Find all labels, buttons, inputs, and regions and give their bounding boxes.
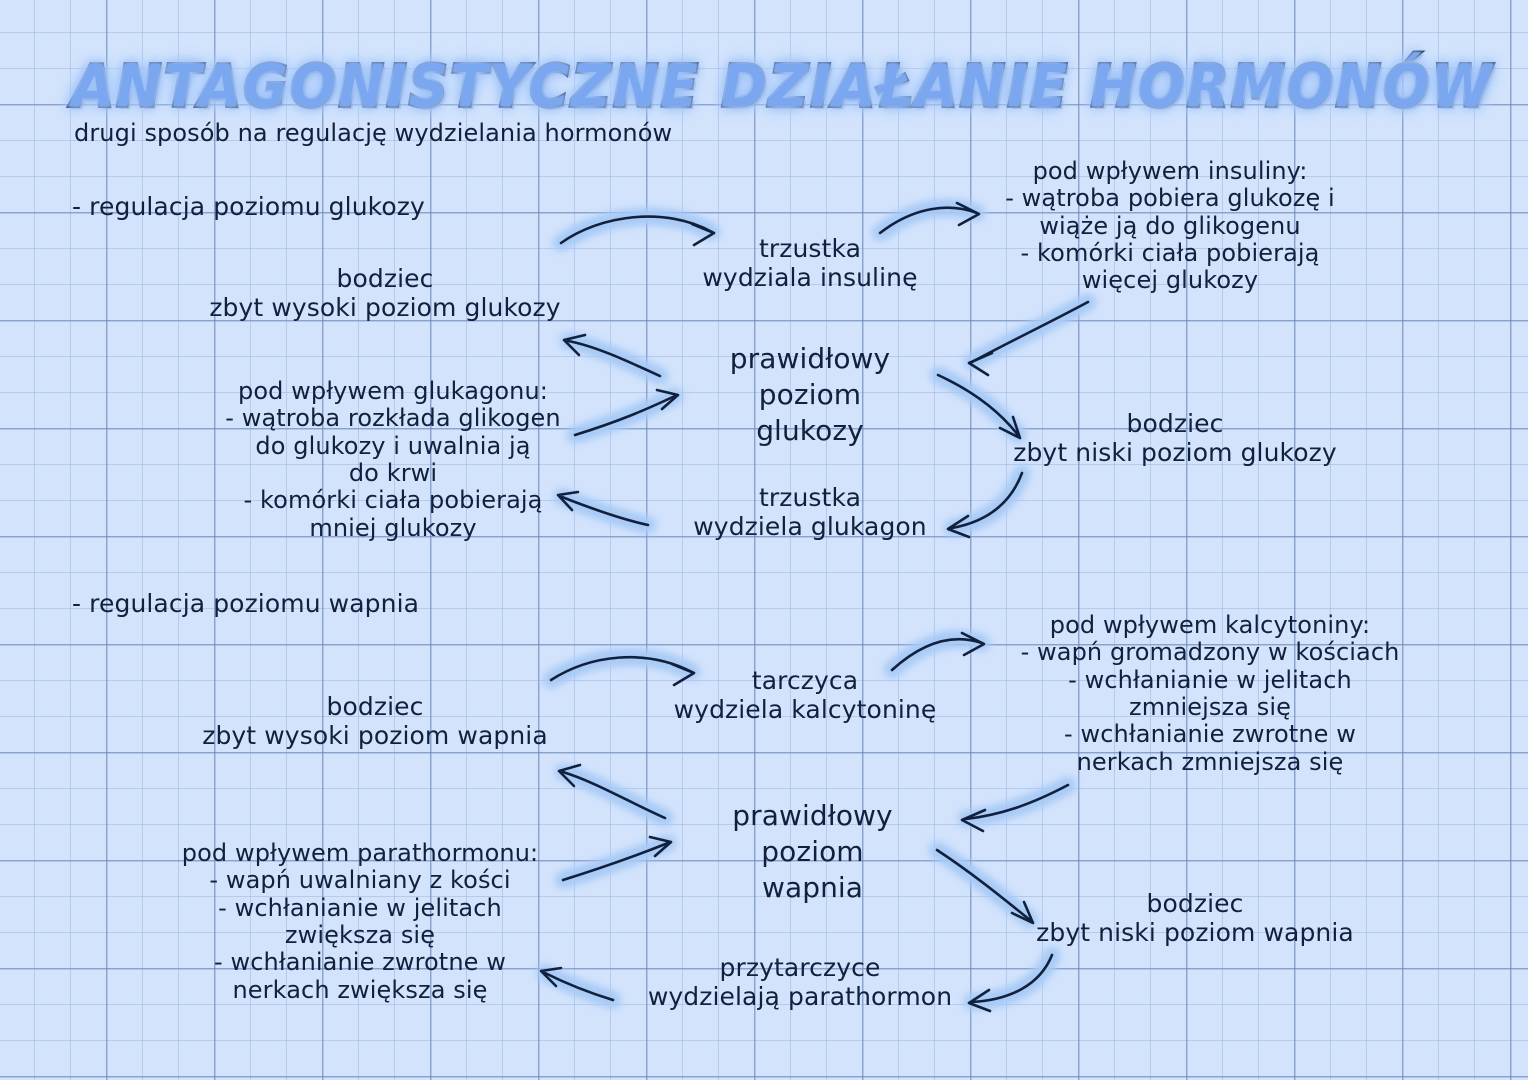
- arrow-thyroid-to-calcitonin-effects: [885, 631, 989, 677]
- gland-pancreas-glucagon: trzustka wydziela glukagon: [693, 483, 927, 541]
- center-normal-calcium-level: prawidłowy poziom wapnia: [732, 799, 893, 904]
- gland-thyroid-calcitonin: tarczyca wydziela kalcytoninę: [673, 666, 937, 724]
- stimulus-low-calcium: bodziec zbyt niski poziom wapnia: [1036, 889, 1354, 947]
- gland-pancreas-insulin: trzustka wydziala insulinę: [702, 234, 918, 292]
- section-heading-calcium: - regulacja poziomu wapnia: [72, 589, 420, 618]
- arrow-parathormone-effects-to-normal-calcium: [556, 835, 675, 887]
- page-subtitle: drugi sposób na regulację wydzielania ho…: [74, 119, 673, 147]
- stimulus-high-calcium: bodziec zbyt wysoki poziom wapnia: [202, 692, 548, 750]
- gland-parathyroid-parathormone: przytarczyce wydzielają parathormon: [647, 953, 953, 1011]
- effects-parathormone: pod wpływem parathormonu: - wapń uwalnia…: [181, 839, 539, 1004]
- stimulus-low-glucose: bodziec zbyt niski poziom glukozy: [1013, 409, 1337, 467]
- arrow-insulin-effects-to-normal-glucose: [965, 295, 1095, 377]
- arrow-low-calcium-to-parathyroid: [965, 948, 1059, 1013]
- center-normal-glucose-level: prawidłowy poziom glukozy: [729, 342, 891, 447]
- stimulus-high-glucose: bodziec zbyt wysoki poziom glukozy: [209, 264, 561, 322]
- page-title: ANTAGONISTYCZNE DZIAŁANIE HORMONÓW: [70, 50, 1494, 121]
- arrow-normal-glucose-to-high-stimulus: [561, 333, 667, 383]
- section-heading-glucose: - regulacja poziomu glukozy: [72, 192, 425, 221]
- effects-glucagon: pod wpływem glukagonu: - wątroba rozkład…: [225, 377, 561, 542]
- effects-insulin: pod wpływem insuliny: - wątroba pobiera …: [1005, 157, 1335, 295]
- effects-calcitonin: pod wpływem kalcytoniny: - wapń gromadzo…: [1020, 611, 1400, 776]
- arrow-calcitonin-effects-to-normal-calcium: [959, 778, 1075, 833]
- arrow-normal-calcium-to-high-stimulus: [556, 763, 672, 825]
